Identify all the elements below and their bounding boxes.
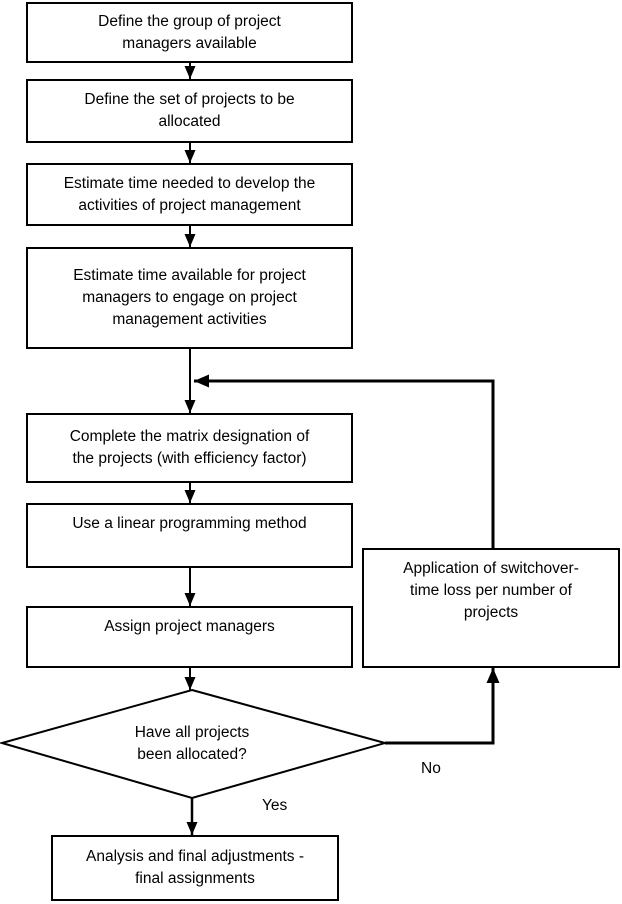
node-assign-managers: Assign project managers — [26, 606, 353, 668]
node-define-projects: Define the set of projects to be allocat… — [26, 79, 353, 143]
arrow-decision-no-to-switchover-loss — [385, 668, 500, 745]
node-linear-programming: Use a linear programming method — [26, 503, 353, 568]
arrow-switchover-loss-feedback-to-main-flow — [194, 374, 495, 548]
node-decision-all-allocated: Have all projects been allocated? — [134, 724, 250, 763]
node-complete-matrix: Complete the matrix designation of the p… — [26, 413, 353, 483]
node-switchover-loss: Application of switchover- time loss per… — [362, 548, 620, 668]
edge-label-yes: Yes — [262, 797, 288, 814]
node-estimate-time-needed: Estimate time needed to develop the acti… — [26, 163, 353, 226]
node-final-analysis: Analysis and final adjustments - final a… — [51, 835, 339, 901]
edge-label-no: No — [421, 760, 441, 777]
decision-diamond-shape — [0, 688, 389, 800]
node-estimate-time-available: Estimate time available for project mana… — [26, 247, 353, 349]
node-define-managers: Define the group of project managers ava… — [26, 2, 353, 63]
